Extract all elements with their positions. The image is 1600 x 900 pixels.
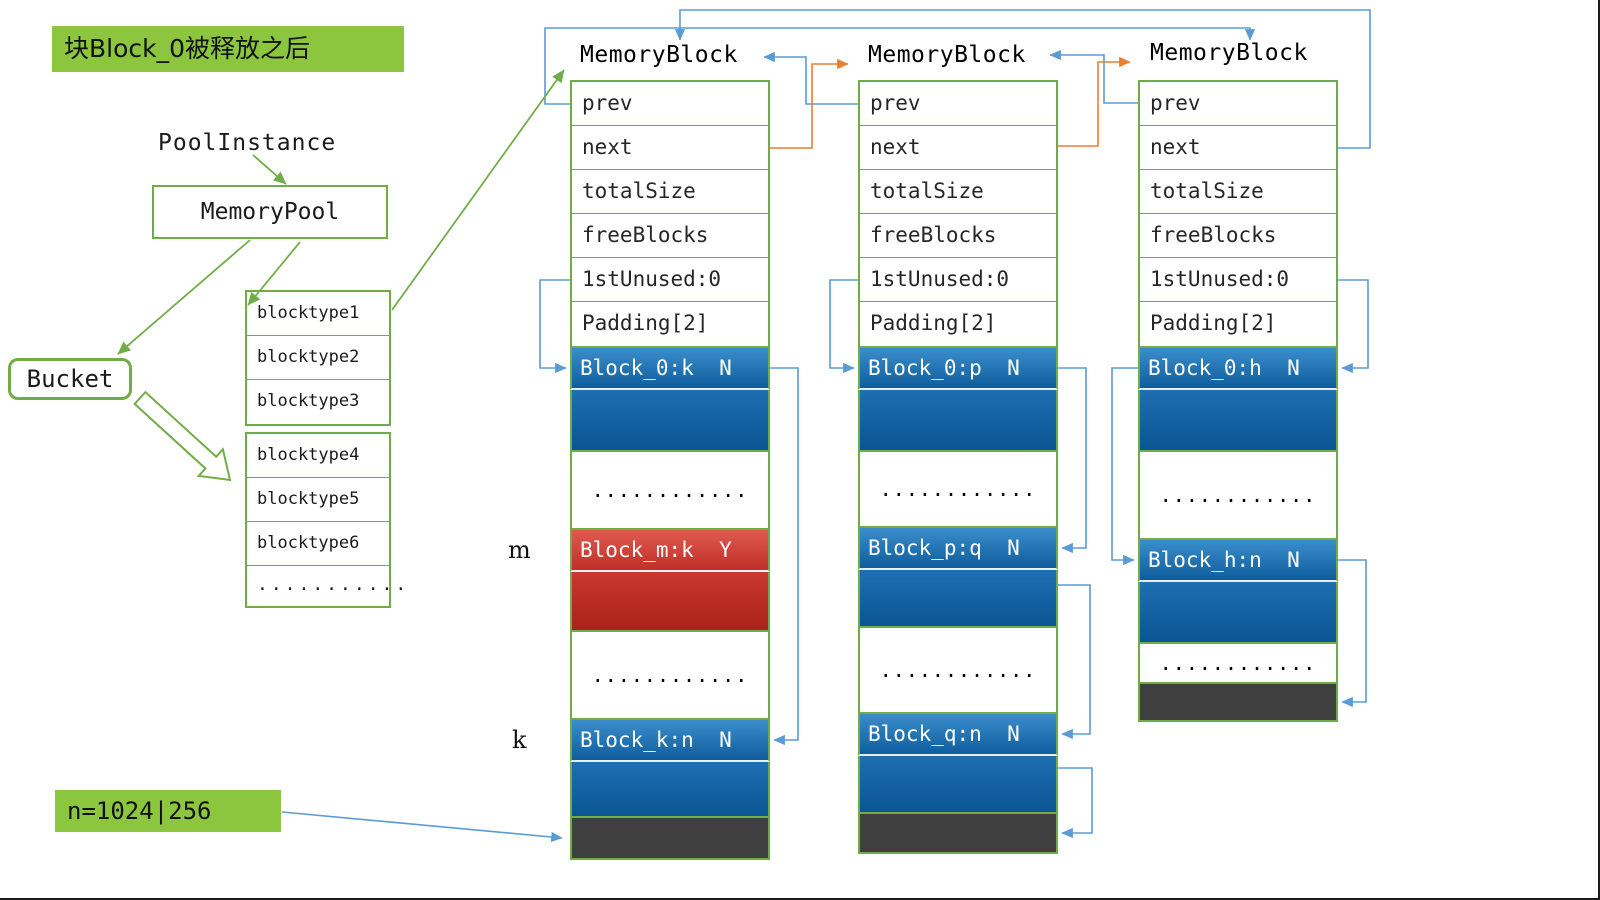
- block-header-block0: Block_0:p N: [858, 346, 1058, 390]
- blocktype-list-lower: blocktype4 blocktype5 blocktype6 .......…: [245, 432, 410, 608]
- arrow-poolinstance-to-memorypool: [252, 154, 287, 185]
- block-header-blockp: Block_p:q N: [858, 526, 1058, 570]
- ellipsis-gap: ............: [858, 450, 1058, 528]
- block-header-block0: Block_0:h N: [1138, 346, 1338, 390]
- diagram-title: 块Block_0被释放之后: [52, 26, 404, 72]
- arrow-1stunused-to-block0-col2: [829, 279, 858, 374]
- struct-footer: [858, 812, 1058, 854]
- struct-fields: prev next totalSize freeBlocks 1stUnused…: [570, 80, 770, 348]
- block-body: [858, 756, 1058, 814]
- n-formula-box: n=1024|256: [55, 790, 281, 832]
- field-totalsize: totalSize: [1140, 170, 1336, 214]
- block-body: [570, 572, 770, 632]
- blocktype-item: blocktype3: [257, 391, 360, 411]
- block-header-blockh: Block_h:n N: [1138, 538, 1338, 582]
- arrow-next-col2-to-col3: [1058, 56, 1131, 147]
- field-totalsize: totalSize: [572, 170, 768, 214]
- memory-block-title-1: MemoryBlock: [580, 42, 738, 68]
- memory-block-struct-1: prev next totalSize freeBlocks 1stUnused…: [570, 80, 770, 860]
- block-header-blockq: Block_q:n N: [858, 712, 1058, 756]
- ellipsis-gap: ............: [858, 626, 1058, 714]
- field-prev: prev: [860, 82, 1056, 126]
- blocktype-ellipsis: ...........: [257, 574, 410, 595]
- field-next: next: [860, 126, 1056, 170]
- struct-footer: [570, 816, 770, 860]
- arrow-1stunused-to-block0-col3: [1338, 279, 1369, 374]
- field-prev: prev: [572, 82, 768, 126]
- arrow-blockh-to-footer-col3: [1338, 559, 1367, 708]
- ellipsis-gap: ............: [1138, 450, 1338, 540]
- block-body: [1138, 582, 1338, 644]
- arrow-block0-to-blockp-col2: [1058, 367, 1087, 554]
- memory-block-title-2: MemoryBlock: [868, 42, 1026, 68]
- bucket-box: Bucket: [8, 358, 132, 400]
- struct-fields: prev next totalSize freeBlocks 1stUnused…: [1138, 80, 1338, 348]
- blocktype-item: blocktype1: [247, 292, 389, 336]
- field-1stunused: 1stUnused:0: [860, 258, 1056, 302]
- row-label-k: k: [512, 726, 527, 754]
- blocktype-item: blocktype4: [247, 434, 389, 478]
- field-totalsize: totalSize: [860, 170, 1056, 214]
- memory-block-title-3: MemoryBlock: [1150, 40, 1308, 66]
- field-freeblocks: freeBlocks: [860, 214, 1056, 258]
- block-body: [570, 390, 770, 452]
- arrow-blockp-to-blockq-col2: [1058, 584, 1091, 740]
- arrow-prev-col3-to-col2: [1049, 49, 1138, 104]
- arrow-block0-to-blockk-col1: [770, 367, 799, 746]
- field-padding: Padding[2]: [870, 311, 997, 335]
- block-body: [570, 762, 770, 818]
- ellipsis-gap: ............: [1138, 642, 1338, 684]
- pool-instance-label: PoolInstance: [158, 130, 337, 156]
- blocktype-item: blocktype5: [247, 478, 389, 522]
- struct-fields: prev next totalSize freeBlocks 1stUnused…: [858, 80, 1058, 348]
- field-prev: prev: [1140, 82, 1336, 126]
- field-1stunused: 1stUnused:0: [1140, 258, 1336, 302]
- arrow-blocktype1-to-memoryblock1: [391, 69, 565, 311]
- field-freeblocks: freeBlocks: [1140, 214, 1336, 258]
- field-freeblocks: freeBlocks: [572, 214, 768, 258]
- block-header-block0: Block_0:k N: [570, 346, 770, 390]
- block-body: [1138, 390, 1338, 452]
- block-body: [858, 390, 1058, 452]
- memory-block-struct-2: prev next totalSize freeBlocks 1stUnused…: [858, 80, 1058, 854]
- ellipsis-gap: ............: [570, 450, 770, 530]
- arrow-prev-col2-to-col1: [763, 51, 858, 105]
- field-next: next: [572, 126, 768, 170]
- arrow-1stunused-to-block0-col1: [539, 279, 570, 374]
- struct-footer: [1138, 682, 1338, 722]
- blocktype-item: blocktype2: [247, 336, 389, 380]
- block-header-blockk: Block_k:n N: [570, 718, 770, 762]
- ellipsis-gap: ............: [570, 630, 770, 720]
- memory-block-struct-3: prev next totalSize freeBlocks 1stUnused…: [1138, 80, 1338, 722]
- arrow-next-col1-to-col2: [770, 58, 849, 149]
- arrow-n-to-footer-col1: [281, 811, 563, 843]
- field-1stunused: 1stUnused:0: [572, 258, 768, 302]
- row-label-m: m: [508, 536, 531, 564]
- block-body: [858, 570, 1058, 628]
- arrow-memorypool-to-bucket: [117, 239, 251, 355]
- bucket-fat-arrow: [133, 390, 232, 482]
- memory-pool-box: MemoryPool: [152, 185, 388, 239]
- arrow-block0-to-blockh-col3: [1111, 367, 1138, 566]
- field-next: next: [1140, 126, 1336, 170]
- blocktype-item: blocktype6: [247, 522, 389, 566]
- field-padding: Padding[2]: [1150, 311, 1277, 335]
- arrow-blockq-to-footer-col2: [1058, 767, 1093, 839]
- blocktype-list-upper: blocktype1 blocktype2 blocktype3: [245, 290, 391, 426]
- field-padding: Padding[2]: [582, 311, 709, 335]
- block-header-blockm: Block_m:k Y: [570, 528, 770, 572]
